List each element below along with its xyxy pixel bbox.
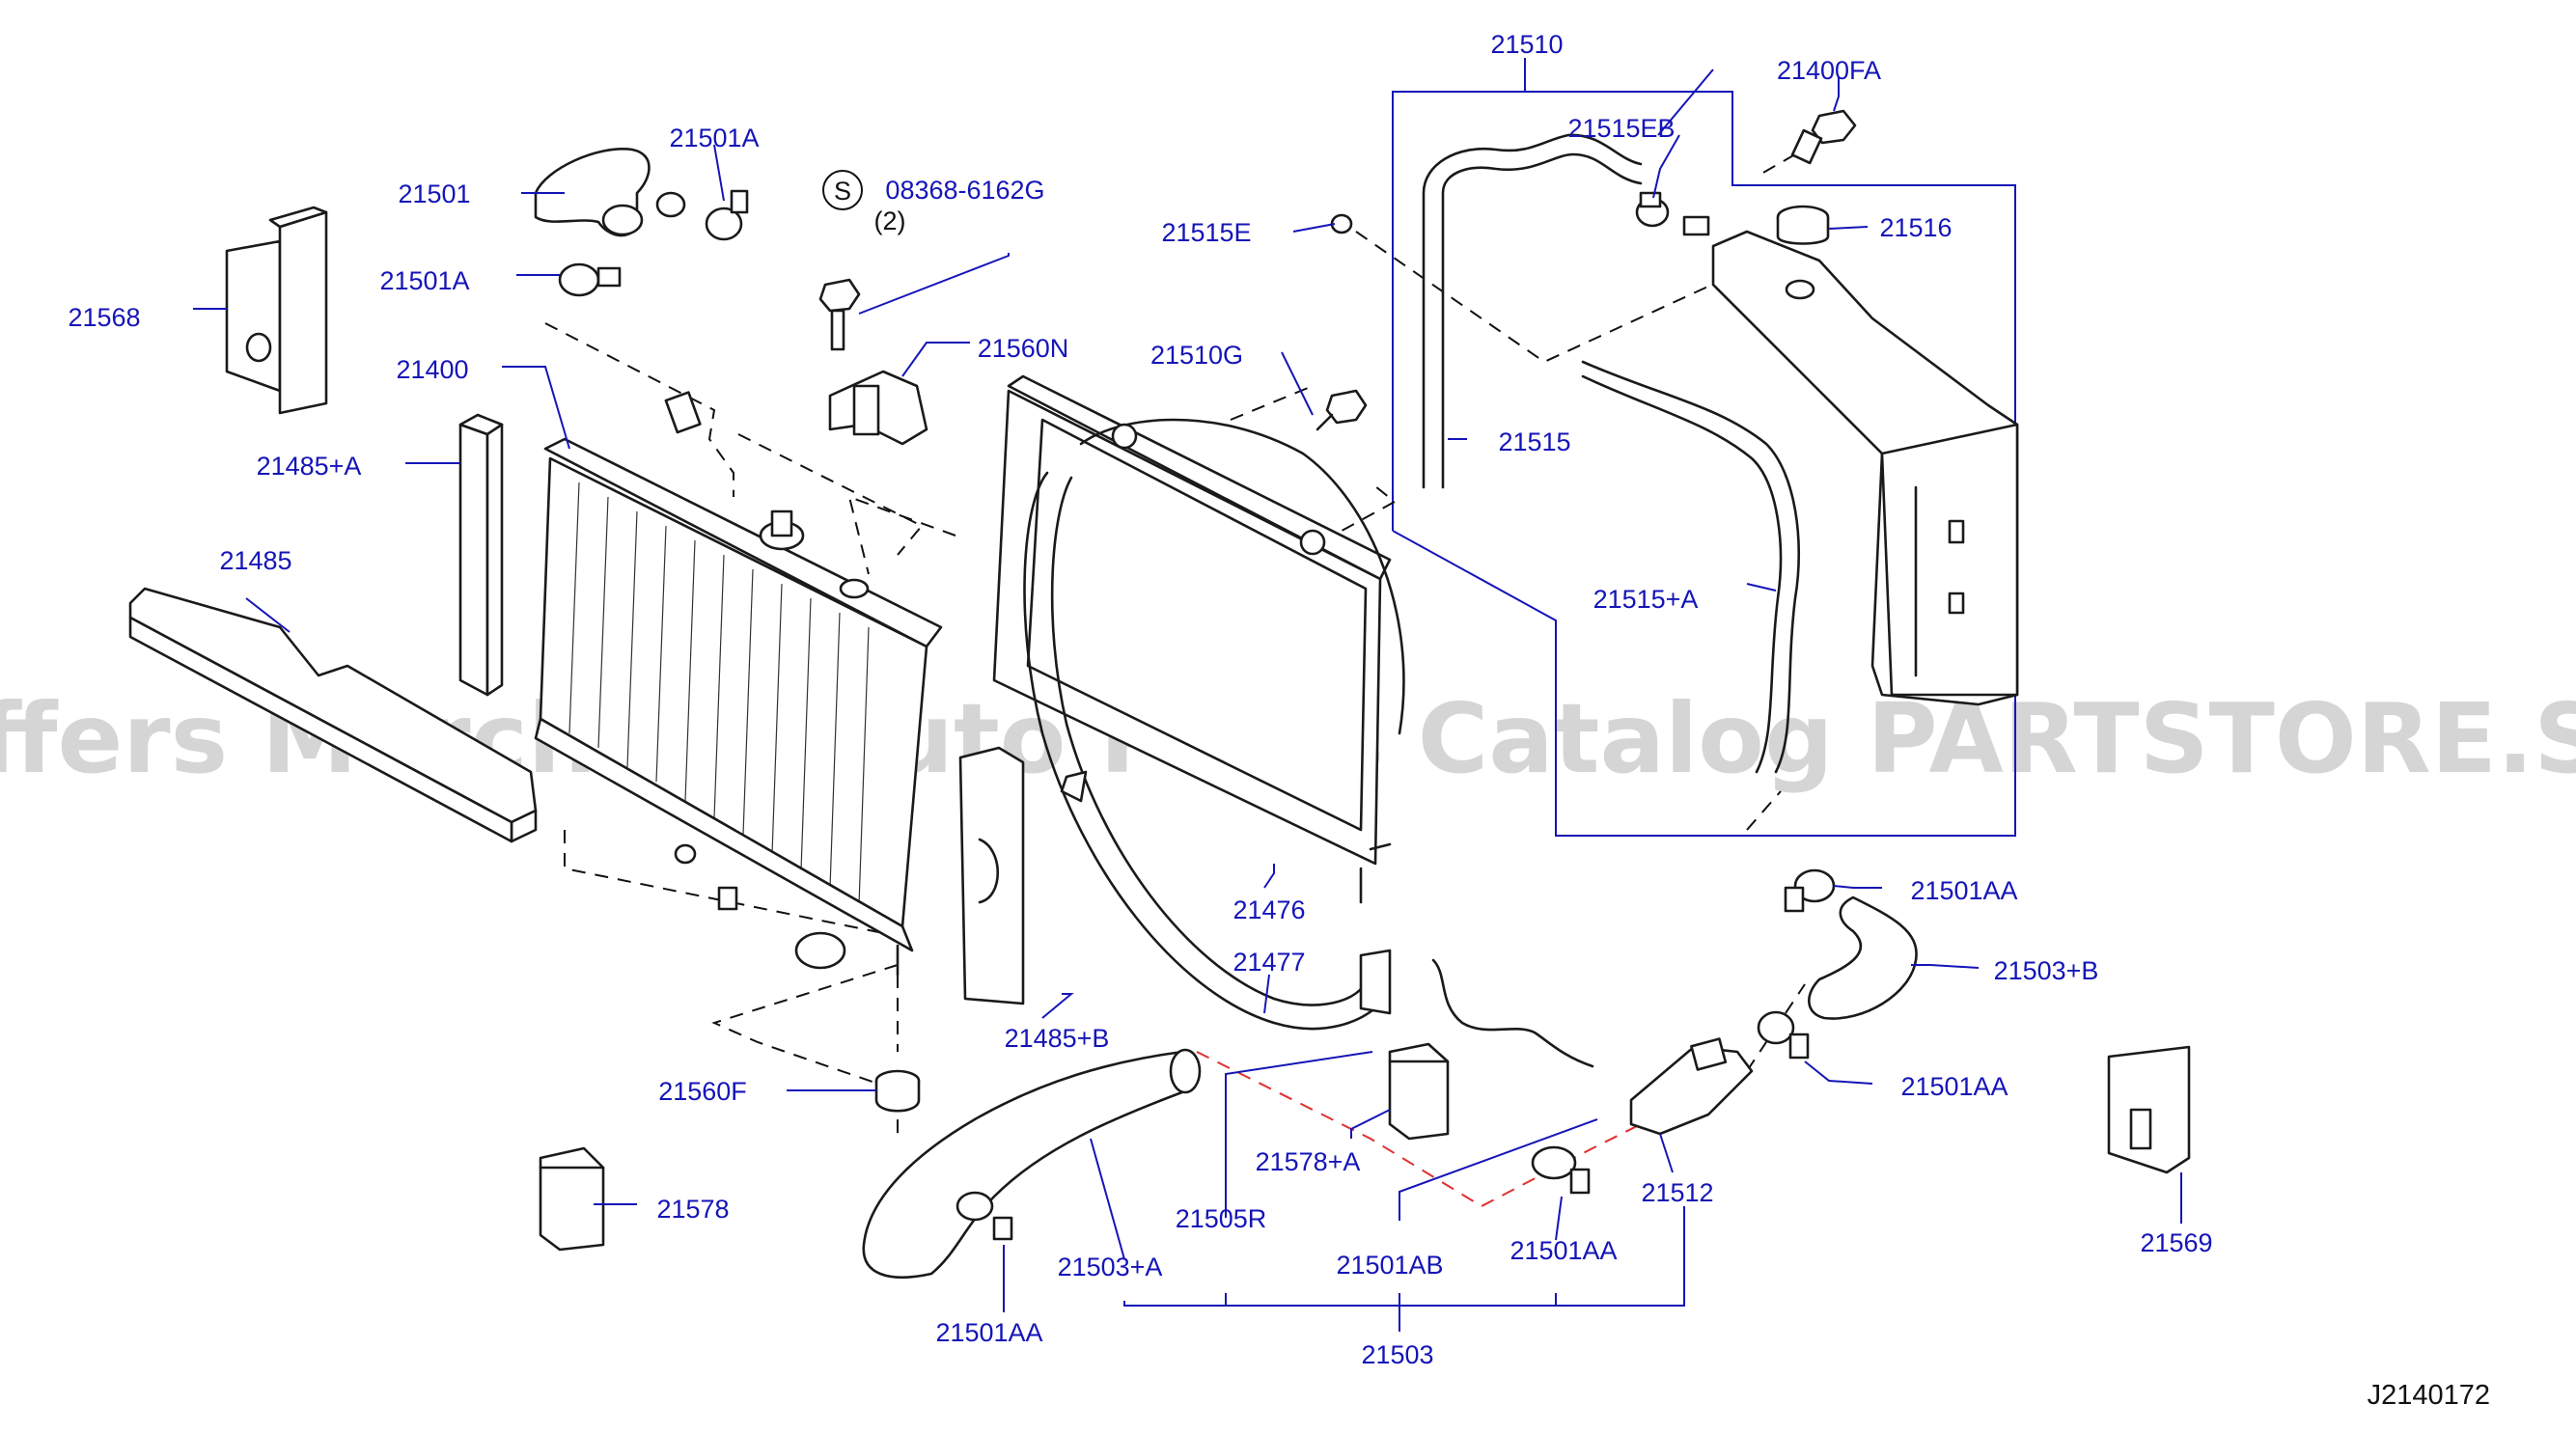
callout-21512: 21512: [1641, 1178, 1713, 1207]
callout-21510G: 21510G: [1150, 341, 1243, 370]
callout-21503: 21503: [1361, 1340, 1433, 1369]
pipe-21512: [1431, 958, 1754, 1136]
shroud-21477: [1023, 471, 1392, 1031]
clamp-21501AA-bot: [956, 1191, 1013, 1241]
bracket-21568: [225, 206, 328, 415]
callout-21400FA: 21400FA: [1777, 56, 1881, 85]
callout-21503B: 21503+B: [1994, 956, 2099, 985]
callout-21501AA-r1: 21501AA: [1910, 876, 2017, 905]
callout-labels: 21510 21400FA 21515EB 21515E 21516 21501…: [68, 30, 2212, 1369]
callout-21510: 21510: [1490, 30, 1563, 59]
cap-21516: [1776, 205, 1830, 245]
clamp-21501A-mid: [558, 262, 622, 297]
leader-lines: [193, 69, 2182, 1332]
hose-21503B: [1808, 895, 1918, 1020]
clamp-21501AA-r1: [1784, 868, 1836, 913]
callout-08368-qty: (2): [874, 207, 906, 235]
callout-21400: 21400: [396, 355, 468, 384]
hose-21515A: [1581, 360, 1800, 774]
bracket-21560N: [828, 370, 928, 446]
callout-21501A-mid: 21501A: [379, 266, 469, 295]
callout-21501: 21501: [398, 179, 470, 208]
callout-21578A: 21578+A: [1256, 1147, 1361, 1176]
seal-21485A: [458, 413, 504, 697]
clamp-21501AA-mid: [1531, 1145, 1591, 1195]
diagram-reference-code: J2140172: [2368, 1380, 2490, 1411]
callout-21516: 21516: [1879, 213, 1952, 242]
callout-21503A: 21503+A: [1058, 1253, 1163, 1281]
shroud-21476: [992, 374, 1405, 904]
callout-21560F: 21560F: [658, 1077, 747, 1106]
callout-21515A: 21515+A: [1593, 585, 1699, 614]
clamp-21501A-top: [705, 189, 749, 241]
bracket-21569: [2107, 1045, 2191, 1174]
callout-21477: 21477: [1233, 948, 1305, 977]
callout-21505R: 21505R: [1176, 1204, 1267, 1233]
callout-21501AA-mid: 21501AA: [1510, 1236, 1617, 1265]
callout-21515E: 21515E: [1161, 218, 1251, 247]
callout-21578: 21578: [656, 1195, 729, 1224]
callout-21568: 21568: [68, 303, 140, 332]
mount-21560F: [874, 1069, 921, 1113]
callout-08368-6162G: 08368-6162G: [885, 176, 1044, 205]
callout-21501AA-bot: 21501AA: [935, 1318, 1042, 1347]
hose-21503A: [862, 1048, 1202, 1280]
screw-08368: [818, 278, 861, 351]
block-21578: [539, 1146, 605, 1252]
hose-21515: [1422, 133, 1643, 489]
screw-symbol: S: [822, 170, 863, 210]
reservoir-tank: [1682, 215, 2019, 706]
bolt-21510G: [1316, 389, 1368, 431]
clamp-21501AA-r2: [1757, 1010, 1810, 1060]
bolt-21400FA: [1790, 109, 1857, 165]
callout-21476: 21476: [1233, 895, 1305, 924]
svg-text:S: S: [834, 177, 851, 206]
block-21578A: [1388, 1042, 1450, 1141]
callout-21560N: 21560N: [978, 334, 1069, 363]
callout-21501AA-r2: 21501AA: [1900, 1072, 2008, 1101]
callout-21501AB: 21501AB: [1336, 1251, 1443, 1280]
callout-21485: 21485: [219, 546, 291, 575]
clamp-21515EB: [1635, 191, 1670, 228]
reservoir-group-bracket: [1392, 58, 2016, 837]
seal-21485B: [958, 746, 1025, 1005]
callout-21501A-top: 21501A: [669, 124, 759, 152]
callout-21485B: 21485+B: [1005, 1024, 1110, 1053]
callout-21515: 21515: [1498, 427, 1570, 456]
hose-21501: [534, 148, 686, 237]
seal-21485: [128, 587, 538, 843]
radiator-21400: [534, 391, 943, 977]
callout-21515EB: 21515EB: [1567, 114, 1675, 143]
callout-21569: 21569: [2140, 1228, 2212, 1257]
callout-21485A: 21485+A: [257, 452, 362, 481]
